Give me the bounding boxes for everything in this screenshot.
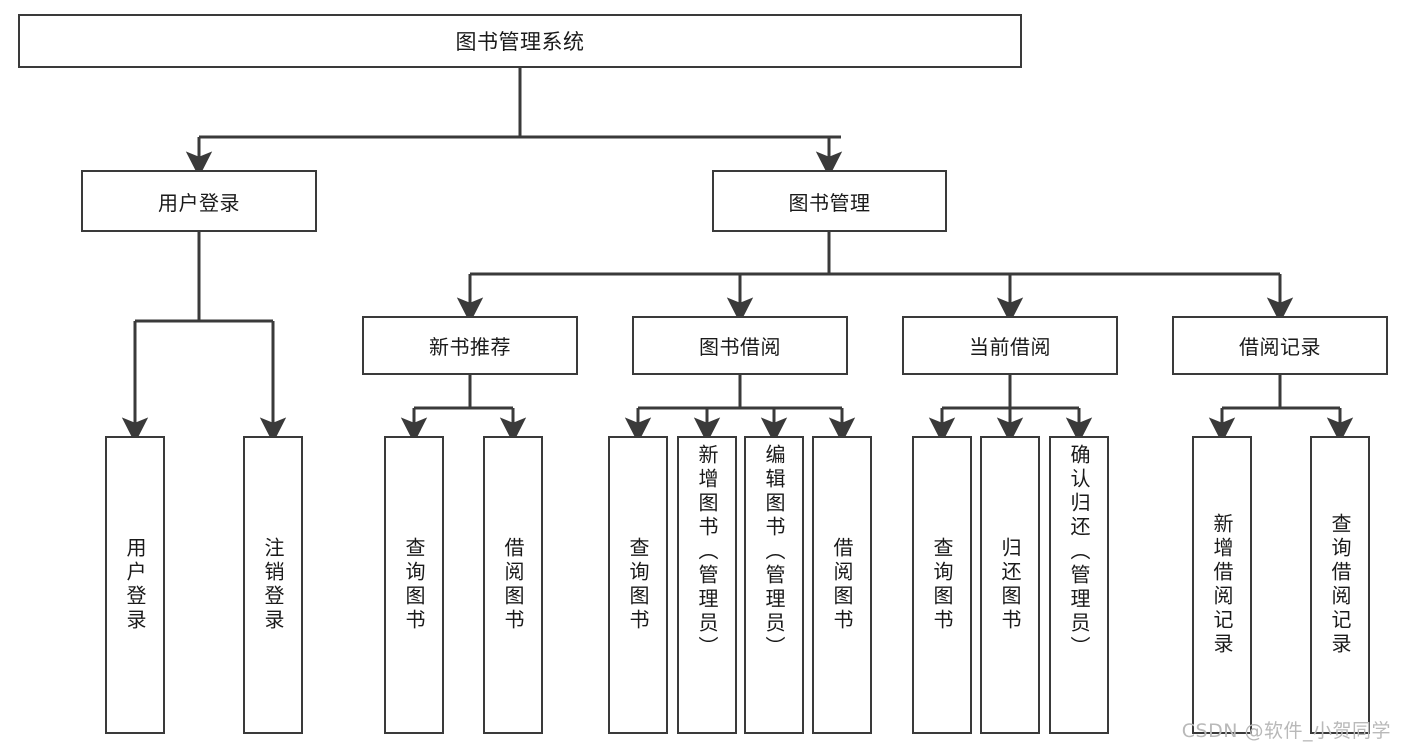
leaf-label: 借阅图书 xyxy=(501,537,525,633)
leaf-label: 用户登录 xyxy=(123,537,147,633)
node-user-login-label: 用户登录 xyxy=(158,190,240,215)
leaf-label: 注销登录 xyxy=(261,537,285,633)
leaf-label: 查询借阅记录 xyxy=(1328,513,1352,657)
node-book-management-label: 图书管理 xyxy=(788,190,871,215)
node-root-label: 图书管理系统 xyxy=(455,30,585,54)
leaf-new-book-query[interactable]: 查询图书 xyxy=(384,436,444,734)
leaf-label: 查询图书 xyxy=(402,537,426,633)
leaf-current-borrow-confirm[interactable]: 确认归还（管理员） xyxy=(1049,436,1109,734)
leaf-user-login-signout[interactable]: 注销登录 xyxy=(243,436,303,734)
node-user-login[interactable]: 用户登录 xyxy=(81,170,317,232)
node-new-book-recommend-label: 新书推荐 xyxy=(429,335,511,359)
node-borrow-record[interactable]: 借阅记录 xyxy=(1172,316,1388,375)
watermark: CSDN @软件_小贺同学 xyxy=(1181,720,1391,742)
leaf-borrow-record-add[interactable]: 新增借阅记录 xyxy=(1192,436,1252,734)
leaf-label: 编辑图书（管理员） xyxy=(762,444,786,660)
node-book-management[interactable]: 图书管理 xyxy=(712,170,947,232)
node-borrow-record-label: 借阅记录 xyxy=(1239,335,1321,359)
leaf-label: 归还图书 xyxy=(998,537,1022,633)
node-current-borrow-label: 当前借阅 xyxy=(969,335,1051,359)
leaf-label: 借阅图书 xyxy=(830,537,854,633)
leaf-label: 新增图书（管理员） xyxy=(695,444,719,660)
leaf-book-borrow-borrow[interactable]: 借阅图书 xyxy=(812,436,872,734)
leaf-current-borrow-return[interactable]: 归还图书 xyxy=(980,436,1040,734)
node-book-borrow-label: 图书借阅 xyxy=(699,335,781,359)
leaf-new-book-borrow[interactable]: 借阅图书 xyxy=(483,436,543,734)
leaf-label: 新增借阅记录 xyxy=(1210,513,1234,657)
node-book-borrow[interactable]: 图书借阅 xyxy=(632,316,848,375)
node-new-book-recommend[interactable]: 新书推荐 xyxy=(362,316,578,375)
leaf-current-borrow-query[interactable]: 查询图书 xyxy=(912,436,972,734)
leaf-book-borrow-query[interactable]: 查询图书 xyxy=(608,436,668,734)
leaf-borrow-record-query[interactable]: 查询借阅记录 xyxy=(1310,436,1370,734)
leaf-label: 查询图书 xyxy=(626,537,650,633)
leaf-user-login-signin[interactable]: 用户登录 xyxy=(105,436,165,734)
leaf-book-borrow-edit[interactable]: 编辑图书（管理员） xyxy=(744,436,804,734)
node-root[interactable]: 图书管理系统 xyxy=(18,14,1022,68)
leaf-book-borrow-add[interactable]: 新增图书（管理员） xyxy=(677,436,737,734)
leaf-label: 查询图书 xyxy=(930,537,954,633)
leaf-label: 确认归还（管理员） xyxy=(1067,444,1091,660)
node-current-borrow[interactable]: 当前借阅 xyxy=(902,316,1118,375)
